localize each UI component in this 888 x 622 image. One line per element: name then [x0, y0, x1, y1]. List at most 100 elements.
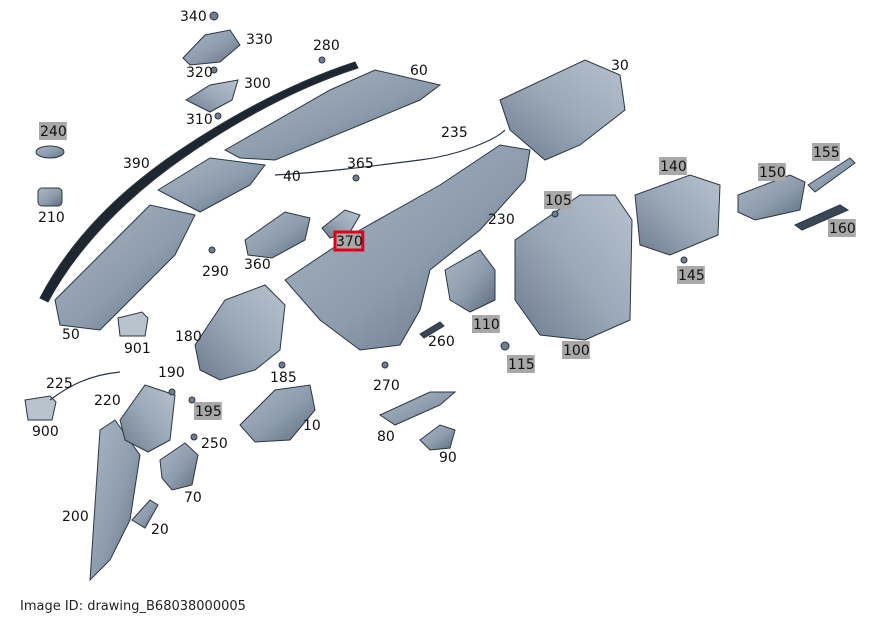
part-330-cover[interactable]	[182, 29, 241, 66]
label-270[interactable]: 270	[373, 378, 400, 394]
label-340[interactable]: 340	[180, 9, 207, 25]
label-145[interactable]: 145	[678, 268, 705, 284]
part-310-fastener[interactable]	[214, 112, 222, 120]
part-80-grille[interactable]	[378, 391, 457, 426]
label-370[interactable]: 370	[336, 234, 363, 250]
part-180-hood[interactable]	[194, 284, 286, 381]
part-340-fastener[interactable]	[209, 11, 219, 21]
label-105-background	[544, 191, 572, 209]
part-110-vent[interactable]	[444, 249, 496, 313]
part-225-wire[interactable]	[49, 371, 121, 401]
label-115-background	[507, 355, 535, 373]
part-50-panel[interactable]	[54, 204, 196, 331]
part-195-fastener[interactable]	[188, 396, 196, 404]
part-390-strip[interactable]	[39, 61, 359, 303]
part-240-cap[interactable]	[35, 145, 65, 159]
label-60[interactable]: 60	[410, 63, 428, 79]
label-100[interactable]: 100	[563, 343, 590, 359]
part-900-block[interactable]	[24, 395, 57, 421]
label-200[interactable]: 200	[62, 509, 89, 525]
part-210-body[interactable]	[37, 187, 63, 207]
label-300[interactable]: 300	[244, 76, 271, 92]
label-150[interactable]: 150	[759, 165, 786, 181]
part-20-clip[interactable]	[131, 499, 159, 529]
part-290-fastener[interactable]	[208, 246, 216, 254]
label-90[interactable]: 90	[439, 450, 457, 466]
label-195-background	[194, 402, 222, 420]
label-901[interactable]: 901	[124, 341, 151, 357]
part-105-fastener[interactable]	[551, 210, 559, 218]
label-50[interactable]: 50	[62, 327, 80, 343]
part-235-wire[interactable]	[274, 129, 506, 176]
callout-labels: 340 330 280 320 300 60 30 310 240 235 390 365 140 150…	[32, 9, 856, 538]
part-40-panel[interactable]	[156, 157, 266, 213]
part-145-fastener[interactable]	[680, 256, 688, 264]
part-200-trim[interactable]	[89, 419, 141, 582]
part-190-fastener[interactable]	[168, 388, 176, 396]
label-390[interactable]: 390	[123, 156, 150, 172]
label-100-background	[562, 341, 590, 359]
label-230[interactable]: 230	[488, 212, 515, 228]
label-40[interactable]: 40	[283, 169, 301, 185]
label-190[interactable]: 190	[158, 365, 185, 381]
label-160-background	[828, 219, 856, 237]
label-195[interactable]: 195	[195, 404, 222, 420]
part-60-cover[interactable]	[223, 69, 442, 161]
part-90-switch[interactable]	[419, 424, 456, 451]
label-20[interactable]: 20	[151, 522, 169, 538]
label-140-background	[659, 157, 687, 175]
label-110[interactable]: 110	[473, 317, 500, 333]
label-160[interactable]: 160	[829, 221, 856, 237]
part-901-block[interactable]	[117, 311, 149, 337]
label-110-background	[472, 315, 500, 333]
label-260[interactable]: 260	[428, 334, 455, 350]
part-270-fastener[interactable]	[381, 361, 389, 369]
label-180[interactable]: 180	[175, 329, 202, 345]
part-160-strip[interactable]	[793, 204, 850, 231]
part-320-fastener[interactable]	[210, 66, 218, 74]
image-id-caption: Image ID: drawing_B68038000005	[20, 599, 246, 614]
label-280[interactable]: 280	[313, 38, 340, 54]
label-185[interactable]: 185	[270, 370, 297, 386]
label-290[interactable]: 290	[202, 264, 229, 280]
part-280-fastener[interactable]	[318, 56, 326, 64]
label-330[interactable]: 330	[246, 32, 273, 48]
part-150-piece[interactable]	[737, 174, 806, 221]
label-155[interactable]: 155	[813, 145, 840, 161]
label-310[interactable]: 310	[186, 112, 213, 128]
part-230-dashboard[interactable]	[284, 144, 531, 351]
part-155-strip[interactable]	[807, 157, 856, 193]
part-260-bar[interactable]	[419, 321, 445, 339]
label-30[interactable]: 30	[611, 58, 629, 74]
part-70-bezel[interactable]	[159, 442, 199, 491]
label-250[interactable]: 250	[201, 436, 228, 452]
label-10[interactable]: 10	[303, 418, 321, 434]
label-240-background	[39, 122, 67, 140]
part-30-cover[interactable]	[499, 59, 626, 161]
label-225[interactable]: 225	[46, 376, 73, 392]
parts-layer	[24, 11, 856, 582]
label-360[interactable]: 360	[244, 257, 271, 273]
label-140[interactable]: 140	[660, 159, 687, 175]
label-235[interactable]: 235	[441, 125, 468, 141]
label-365[interactable]: 365	[347, 156, 374, 172]
part-185-fastener[interactable]	[278, 361, 286, 369]
part-360-bracket[interactable]	[244, 211, 311, 259]
label-220[interactable]: 220	[94, 393, 121, 409]
label-115[interactable]: 115	[508, 357, 535, 373]
label-900[interactable]: 900	[32, 424, 59, 440]
label-210[interactable]: 210	[38, 210, 65, 226]
label-70[interactable]: 70	[184, 490, 202, 506]
label-320[interactable]: 320	[186, 65, 213, 81]
part-250-fastener[interactable]	[190, 433, 198, 441]
label-105[interactable]: 105	[545, 193, 572, 209]
part-10-trim[interactable]	[239, 384, 316, 443]
part-115-fastener[interactable]	[500, 341, 510, 351]
part-140-bracket[interactable]	[634, 174, 721, 256]
part-220-cover[interactable]	[119, 384, 176, 453]
part-365-fastener[interactable]	[352, 174, 360, 182]
part-300-switch[interactable]	[184, 79, 239, 113]
label-80[interactable]: 80	[377, 429, 395, 445]
label-240[interactable]: 240	[40, 124, 67, 140]
part-100-frame[interactable]	[514, 194, 633, 341]
